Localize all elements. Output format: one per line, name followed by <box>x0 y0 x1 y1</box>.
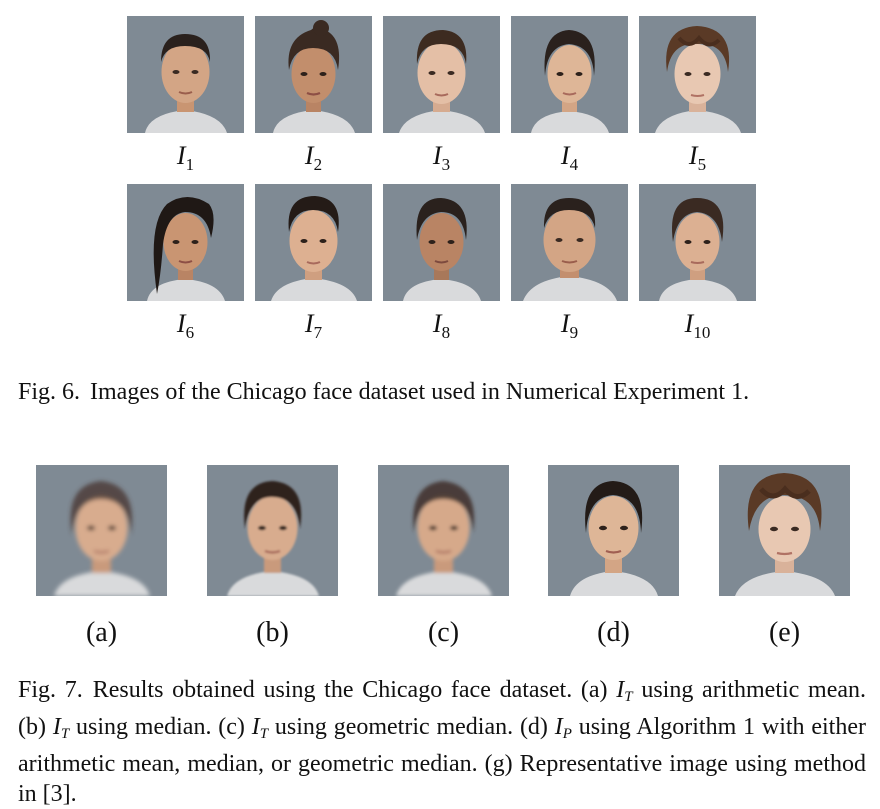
face-photo-3 <box>383 16 500 133</box>
face-photo-8 <box>383 184 500 301</box>
result-cell-b: (b) <box>207 465 338 650</box>
face-photo-2 <box>255 16 372 133</box>
face-illustration-1 <box>127 16 244 133</box>
face-label-10: I10 <box>684 309 711 342</box>
math-i-p: IP <box>554 714 572 742</box>
face-cell-3: I3 <box>383 16 500 174</box>
face-illustration-8 <box>383 184 500 301</box>
face-cell-7: I7 <box>255 184 372 342</box>
face-cell-6: I6 <box>127 184 244 342</box>
face-photo-9 <box>511 184 628 301</box>
result-cell-d: (d) <box>548 465 679 650</box>
face-cell-5: I5 <box>639 16 756 174</box>
face-cell-9: I9 <box>511 184 628 342</box>
face-label-2: I2 <box>304 141 323 174</box>
figure-7-caption-part-1: Results obtained using the Chicago face … <box>92 677 617 703</box>
face-illustration-9 <box>511 184 628 301</box>
face-illustration-4 <box>511 16 628 133</box>
face-cell-4: I4 <box>511 16 628 174</box>
math-i-t-1: IT <box>616 677 633 705</box>
face-illustration-2 <box>255 16 372 133</box>
face-label-4: I4 <box>560 141 579 174</box>
result-label-d: (d) <box>597 617 630 648</box>
face-illustration-6 <box>127 184 244 301</box>
face-label-1: I1 <box>176 141 195 174</box>
result-photo-e <box>719 465 850 596</box>
math-i-t-2: IT <box>52 714 70 742</box>
figure-7-caption-part-5: using Algorithm 1 with either arithmetic… <box>18 714 866 807</box>
face-label-8: I8 <box>432 309 451 342</box>
result-photo-c <box>378 465 509 596</box>
face-label-9: I9 <box>560 309 579 342</box>
face-cell-8: I8 <box>383 184 500 342</box>
face-photo-5 <box>639 16 756 133</box>
face-cell-10: I10 <box>639 184 756 342</box>
face-illustration-3 <box>383 16 500 133</box>
figure-7-caption-part-4: using geometric median. (d) <box>268 714 555 740</box>
result-illustration-d <box>548 465 679 596</box>
face-cell-1: I1 <box>127 16 244 174</box>
result-label-c: (c) <box>427 617 460 648</box>
face-illustration-5 <box>639 16 756 133</box>
face-label-5: I5 <box>688 141 707 174</box>
result-illustration-e <box>719 465 850 596</box>
figure-7-tag: Fig. 7. <box>18 677 83 703</box>
figure-7-caption-part-2: using arithmetic mean. (b) <box>18 677 867 740</box>
figure-6-caption: Fig. 6. Images of the Chicago face datase… <box>18 377 866 408</box>
face-photo-4 <box>511 16 628 133</box>
face-photo-7 <box>255 184 372 301</box>
figure-6-caption-text: Images of the Chicago face dataset used … <box>90 379 750 405</box>
result-label-b: (b) <box>256 617 289 648</box>
face-photo-10 <box>639 184 756 301</box>
figure-6-tag: Fig. 6. <box>18 379 81 405</box>
figure-7-caption: Fig. 7. Results obtained using the Chicag… <box>18 675 866 809</box>
figure-7-caption-part-3: using median. (c) <box>69 714 252 740</box>
result-illustration-c <box>378 465 509 596</box>
result-label-a: (a) <box>85 617 118 648</box>
face-photo-6 <box>127 184 244 301</box>
face-label-3: I3 <box>432 141 451 174</box>
result-illustration-a <box>36 465 167 596</box>
result-photo-b <box>207 465 338 596</box>
math-i-t-3: IT <box>251 714 269 742</box>
face-illustration-10 <box>639 184 756 301</box>
result-cell-a: (a) <box>36 465 167 650</box>
face-cell-2: I2 <box>255 16 372 174</box>
result-label-e: (e) <box>768 617 801 648</box>
result-photo-d <box>548 465 679 596</box>
result-cell-e: (e) <box>719 465 850 650</box>
face-photo-1 <box>127 16 244 133</box>
result-cell-c: (c) <box>378 465 509 650</box>
face-label-7: I7 <box>304 309 323 342</box>
face-label-6: I6 <box>176 309 195 342</box>
face-illustration-7 <box>255 184 372 301</box>
result-illustration-b <box>207 465 338 596</box>
result-photo-a <box>36 465 167 596</box>
